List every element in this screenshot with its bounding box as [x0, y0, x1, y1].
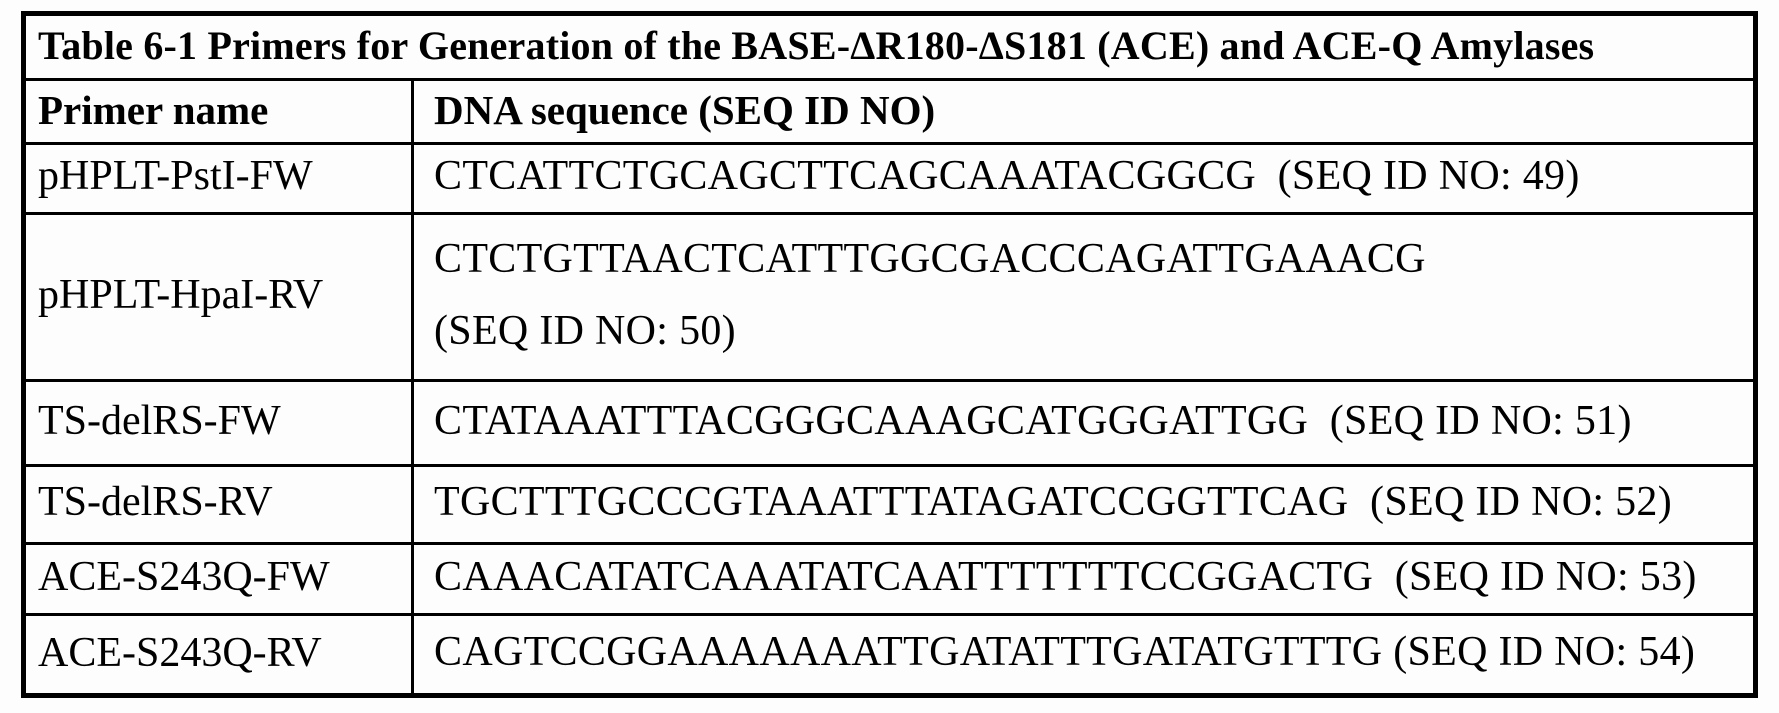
dna-sequence-line: CAGTCCGGAAAAAAATTGATATTTGATATGTTTG (SEQ … [434, 629, 1696, 676]
primer-table: Table 6-1 Primers for Generation of the … [21, 11, 1758, 698]
primer-table-body: pHPLT-PstI-FW CTCATTCTGCAGCTTCAGCAAATACG… [22, 142, 1757, 697]
column-header-primer-name: Primer name [22, 78, 414, 145]
dna-sequence-cell: CAGTCCGGAAAAAAATTGATATTTGATATGTTTG (SEQ … [411, 613, 1757, 697]
table-title: Table 6-1 Primers for Generation of the … [22, 12, 1757, 81]
table-row: ACE-S243Q-RV CAGTCCGGAAAAAAATTGATATTTGAT… [22, 613, 1757, 697]
table-row: ACE-S243Q-FW CAAACATATCAAATATCAATTTTTTTC… [22, 541, 1757, 617]
primer-name-cell: TS-delRS-FW [22, 379, 414, 467]
dna-sequence-line: CAAACATATCAAATATCAATTTTTTTCCGGACTG (SEQ … [434, 553, 1697, 600]
table-row: pHPLT-PstI-FW CTCATTCTGCAGCTTCAGCAAATACG… [22, 142, 1757, 215]
table-row: TS-delRS-FW CTATAAATTTACGGGCAAAGCATGGGAT… [22, 379, 1757, 467]
dna-sequence-line: CTCTGTTAACTCATTTGGCGACCCAGATTGAAACG [434, 235, 1426, 282]
primer-name-cell: ACE-S243Q-RV [22, 613, 414, 697]
dna-sequence-line: TGCTTTGCCCGTAAATTTATAGATCCGGTTCAG (SEQ I… [434, 479, 1673, 526]
column-header-dna-sequence: DNA sequence (SEQ ID NO) [411, 78, 1757, 145]
dna-sequence-cell: TGCTTTGCCCGTAAATTTATAGATCCGGTTCAG (SEQ I… [411, 463, 1757, 545]
table-header-row: Primer name DNA sequence (SEQ ID NO) [22, 78, 1757, 145]
dna-sequence-cell: CTCATTCTGCAGCTTCAGCAAATACGGCG (SEQ ID NO… [411, 142, 1757, 215]
dna-sequence-cell: CTCTGTTAACTCATTTGGCGACCCAGATTGAAACG (SEQ … [411, 211, 1757, 383]
primer-name-cell: pHPLT-HpaI-RV [22, 211, 414, 383]
table-row: TS-delRS-RV TGCTTTGCCCGTAAATTTATAGATCCGG… [22, 463, 1757, 545]
primer-name-cell: ACE-S243Q-FW [22, 541, 414, 617]
table-row: pHPLT-HpaI-RV CTCTGTTAACTCATTTGGCGACCCAG… [22, 211, 1757, 383]
primer-name-cell: pHPLT-PstI-FW [22, 142, 414, 215]
primer-name-cell: TS-delRS-RV [22, 463, 414, 545]
dna-sequence-cell: CAAACATATCAAATATCAATTTTTTTCCGGACTG (SEQ … [411, 541, 1757, 617]
dna-sequence-line: (SEQ ID NO: 50) [434, 307, 736, 354]
table-title-row: Table 6-1 Primers for Generation of the … [22, 12, 1757, 81]
dna-sequence-line: CTATAAATTTACGGGCAAAGCATGGGATTGG (SEQ ID … [434, 397, 1632, 444]
dna-sequence-cell: CTATAAATTTACGGGCAAAGCATGGGATTGG (SEQ ID … [411, 379, 1757, 467]
dna-sequence-line: CTCATTCTGCAGCTTCAGCAAATACGGCG (SEQ ID NO… [434, 153, 1580, 200]
